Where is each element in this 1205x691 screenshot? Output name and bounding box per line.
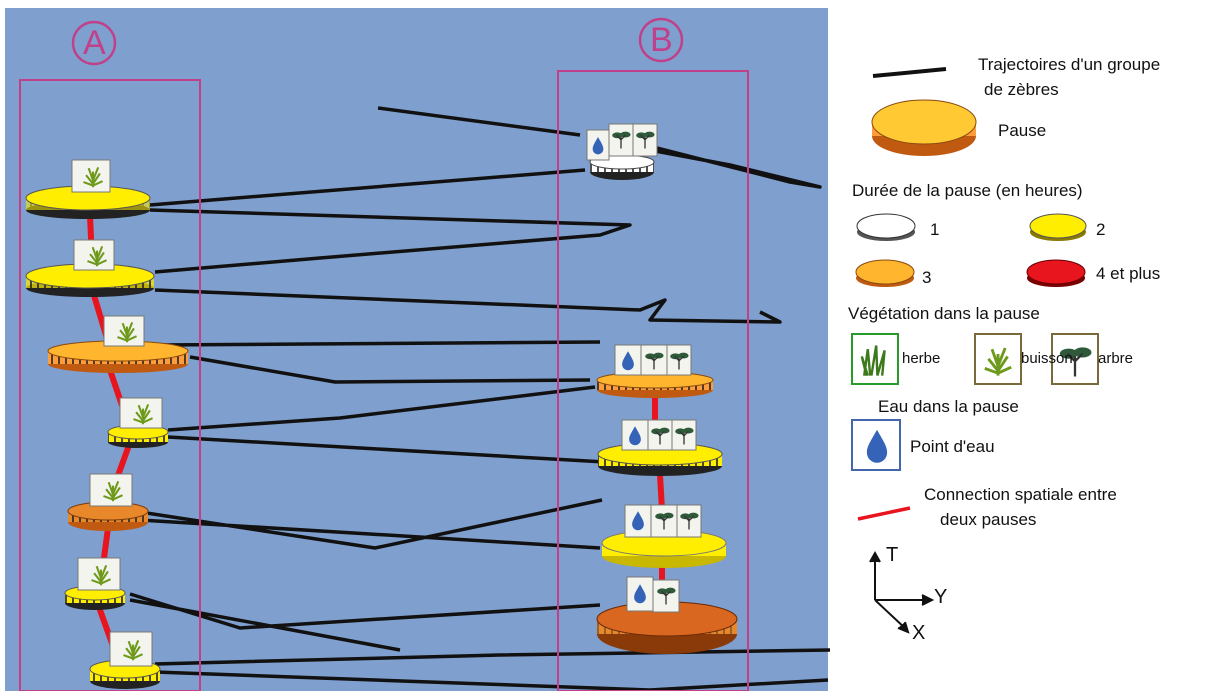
legend-arbre-label: arbre	[1098, 350, 1134, 367]
bush-icon	[974, 333, 1022, 385]
panel-b-label: B	[650, 21, 673, 59]
legend-connection-line2: deux pauses	[940, 510, 1037, 529]
pause-a1	[25, 185, 151, 219]
legend-duration-1-label: 1	[930, 220, 940, 239]
water-drop-icon	[851, 419, 901, 471]
pause-b1	[589, 154, 655, 180]
panel-b-circle	[638, 17, 684, 63]
panel-a-frame	[19, 79, 201, 691]
legend-connection-line1: Connection spatiale entre	[924, 485, 1117, 504]
grass-icon	[851, 333, 899, 385]
legend-duration-2	[1029, 213, 1087, 241]
axes-icon	[869, 550, 935, 634]
axis-y-label: Y	[934, 586, 948, 608]
legend-pause-disc	[871, 99, 977, 156]
pause-b4	[601, 529, 727, 568]
axis-t-label: T	[886, 544, 899, 566]
legend-duration-2-label: 2	[1096, 220, 1106, 239]
legend-trajectory-line1: Trajectoires d'un groupe	[978, 55, 1161, 74]
legend-connection-line	[857, 506, 911, 521]
legend-trajectory-line2: de zèbres	[984, 80, 1059, 99]
pause-b2	[596, 371, 714, 398]
legend-water-label: Point d'eau	[910, 437, 995, 456]
legend-trajectory-line	[872, 67, 947, 78]
legend-duration-4-label: 4 et plus	[1096, 264, 1161, 283]
panel-a-label: A	[83, 24, 106, 62]
legend-duration-4	[1026, 259, 1086, 287]
legend-duration-1	[856, 213, 916, 241]
pauses-b	[589, 154, 738, 654]
panel-a-circle	[71, 20, 117, 66]
legend-duration-3-label: 3	[922, 268, 932, 287]
vegetation-cubes-b	[586, 123, 702, 613]
axis-x-label: X	[912, 622, 926, 644]
pause-a3	[47, 340, 189, 373]
legend-water-title: Eau dans la pause	[878, 397, 1019, 416]
legend-pause-label: Pause	[998, 121, 1047, 140]
legend-duration-title: Durée de la pause (en heures)	[852, 181, 1083, 200]
legend-buisson-label: buisson	[1021, 350, 1073, 367]
tree-icon	[1051, 333, 1099, 385]
legend-vegetation-title: Végétation dans la pause	[848, 304, 1040, 323]
panel-b-frame	[557, 70, 749, 691]
legend-herbe-label: herbe	[902, 350, 941, 367]
legend-duration-3	[855, 259, 915, 287]
vegetation-cubes-a	[71, 159, 163, 667]
legend	[851, 67, 1099, 634]
